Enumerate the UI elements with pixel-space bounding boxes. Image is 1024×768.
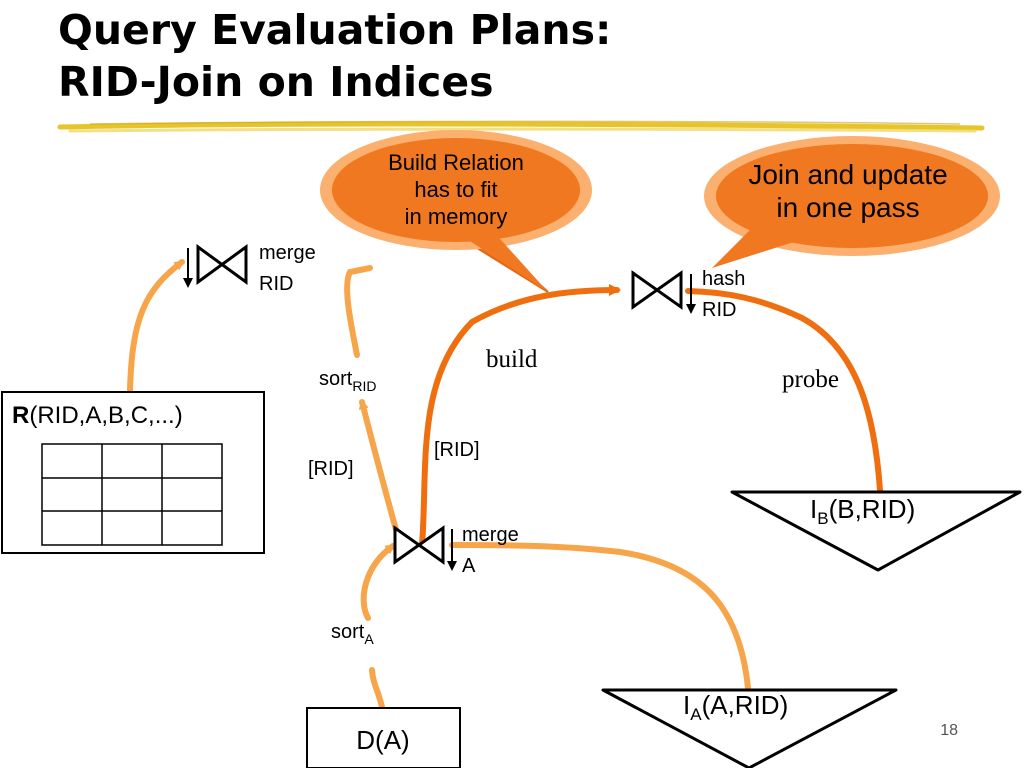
index-ia: IA(A,RID) [601, 688, 898, 768]
hash-rid-operator: hash RID [631, 268, 745, 321]
callout-build-relation: Build Relation has to fit in memory [320, 130, 592, 293]
merge-rid-label-1: merge [259, 242, 316, 264]
arrow-sort-rid-to-merge-rid [344, 265, 373, 358]
callout-build-line-2: has to fit [414, 177, 497, 202]
merge-rid-label-2: RID [259, 273, 293, 295]
join-bowtie-icon [196, 244, 248, 285]
merge-a-label-2: A [462, 555, 476, 577]
join-bowtie-icon [393, 525, 445, 565]
hash-rid-label-1: hash [702, 268, 745, 290]
callout-join-line-1: Join and update [748, 159, 947, 190]
arrow-r-to-merge-rid [127, 259, 185, 393]
callout-build-line-1: Build Relation [388, 150, 524, 175]
relation-d-label: D(A) [356, 725, 409, 755]
arrow-probe [685, 288, 883, 493]
title-underline [57, 120, 985, 133]
merge-rid-operator: merge RID [183, 242, 316, 295]
join-bowtie-icon [631, 270, 683, 310]
build-label: build [486, 346, 538, 373]
rid-left-label: [RID] [308, 458, 354, 480]
plan-arrows [127, 259, 883, 710]
relation-r: R(RID,A,B,C,...) [1, 391, 265, 554]
merge-a-label-1: merge [462, 524, 519, 546]
relation-r-table [41, 443, 223, 546]
probe-label: probe [782, 366, 839, 393]
sort-a-label: sortA [331, 621, 374, 647]
sort-down-arrow-icon [183, 248, 193, 288]
title-line-1: Query Evaluation Plans: [58, 6, 612, 54]
sort-down-arrow-icon [686, 274, 696, 314]
sort-down-arrow-icon [447, 529, 457, 571]
index-ib-label: IB(B,RID) [810, 494, 915, 528]
page-number: 18 [940, 722, 958, 739]
rid-right-label: [RID] [434, 439, 480, 461]
arrow-build [419, 284, 621, 548]
hash-rid-label-2: RID [702, 299, 736, 321]
slide-title: Query Evaluation Plans: RID-Join on Indi… [58, 4, 611, 108]
relation-r-title: R(RID,A,B,C,...) [12, 402, 183, 429]
callout-join-update: Join and update in one pass [704, 136, 1000, 268]
arrow-ia-to-merge-a [449, 542, 751, 691]
relation-d: D(A) [306, 707, 461, 768]
merge-a-operator: merge A [393, 524, 519, 577]
title-line-2: RID-Join on Indices [58, 58, 494, 106]
arrow-d-to-sort-a [369, 667, 385, 710]
arrow-merge-a-to-sort-rid [358, 399, 401, 540]
index-ib: IB(B,RID) [730, 490, 1022, 572]
callout-join-line-2: in one pass [776, 192, 919, 223]
callout-build-line-3: in memory [405, 204, 508, 229]
index-ia-label: IA(A,RID) [683, 690, 788, 724]
arrow-sort-a-to-merge-a [360, 543, 396, 621]
sort-rid-label: sortRID [319, 368, 376, 394]
